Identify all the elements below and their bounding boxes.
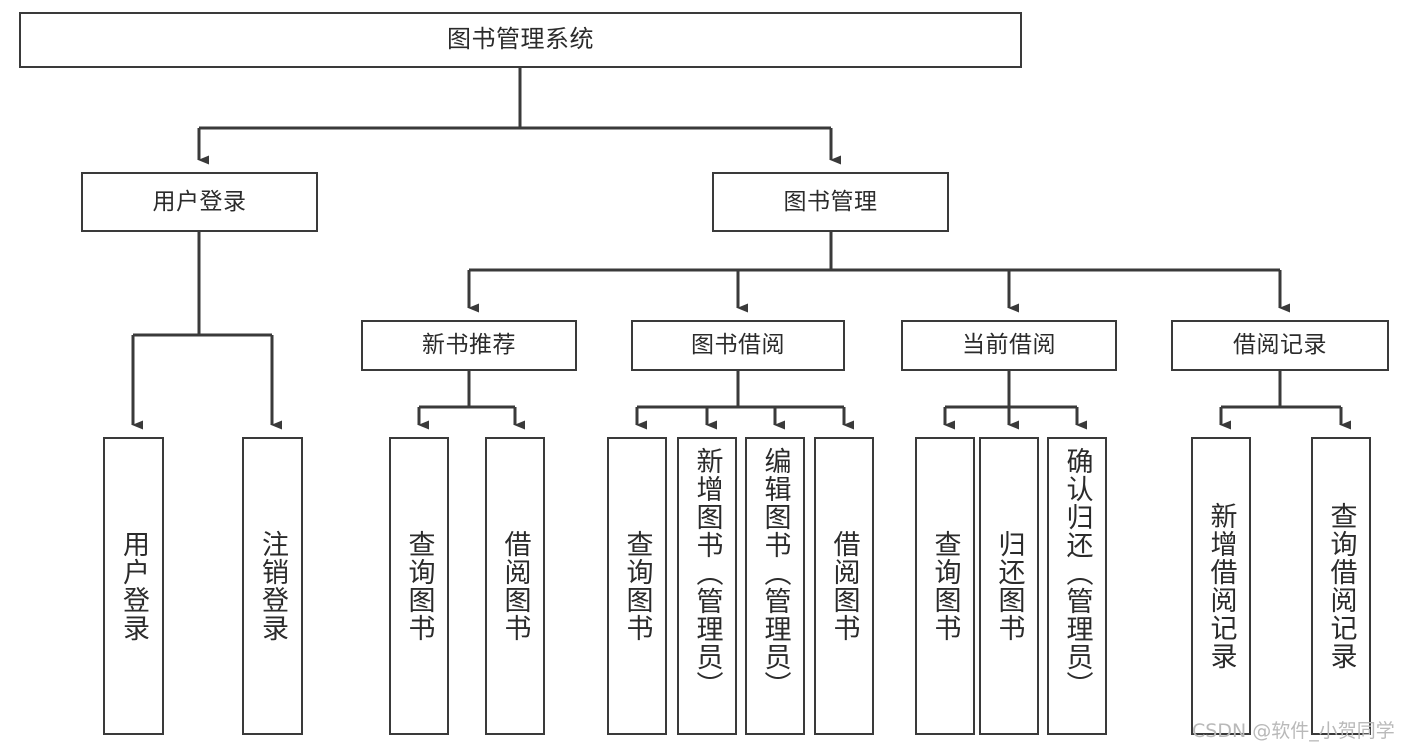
node-label: 新增借阅记录 [1205,502,1237,670]
node-label: 借阅记录 [1233,332,1327,359]
node-borrow-records[interactable]: 借阅记录 [1171,320,1389,371]
node-label: 图书管理 [783,188,878,215]
node-current-borrowing[interactable]: 当前借阅 [901,320,1117,371]
leaf-borrow-borrow-books[interactable]: 借阅图书 [814,437,874,735]
node-label: 编辑图书（管理员） [759,447,791,699]
node-label: 确认归还（管理员） [1061,447,1093,699]
node-book-management[interactable]: 图书管理 [712,172,949,232]
leaf-current-query-books[interactable]: 查询图书 [915,437,975,735]
node-label: 当前借阅 [962,332,1056,359]
csdn-watermark: CSDN @软件_小贺同学 [1192,720,1395,742]
node-label: 查询图书 [403,530,435,642]
node-root-book-management-system[interactable]: 图书管理系统 [19,12,1022,68]
leaf-borrow-add-book-admin[interactable]: 新增图书（管理员） [677,437,737,735]
leaf-borrow-edit-book-admin[interactable]: 编辑图书（管理员） [745,437,805,735]
leaf-current-confirm-return-admin[interactable]: 确认归还（管理员） [1047,437,1107,735]
leaf-record-query-borrow-record[interactable]: 查询借阅记录 [1311,437,1371,735]
node-new-book-recommendation[interactable]: 新书推荐 [361,320,577,371]
leaf-user-login-logout[interactable]: 注销登录 [242,437,303,735]
node-label: 归还图书 [993,530,1025,642]
node-label: 用户登录 [118,530,149,642]
leaf-new-book-query-books[interactable]: 查询图书 [389,437,449,735]
node-label: 图书管理系统 [447,25,594,54]
leaf-record-add-borrow-record[interactable]: 新增借阅记录 [1191,437,1251,735]
leaf-new-book-borrow-books[interactable]: 借阅图书 [485,437,545,735]
leaf-borrow-query-books[interactable]: 查询图书 [607,437,667,735]
node-label: 图书借阅 [691,332,785,359]
node-label: 用户登录 [152,188,247,215]
node-label: 查询图书 [621,530,653,642]
node-label: 借阅图书 [499,530,531,642]
node-label: 查询图书 [929,530,961,642]
leaf-current-return-books[interactable]: 归还图书 [979,437,1039,735]
node-user-login[interactable]: 用户登录 [81,172,318,232]
node-label: 查询借阅记录 [1325,502,1357,670]
node-book-borrowing[interactable]: 图书借阅 [631,320,845,371]
node-label: 新书推荐 [422,332,516,359]
node-label: 新增图书（管理员） [691,447,723,699]
node-label: 注销登录 [257,530,288,642]
node-label: 借阅图书 [828,530,860,642]
leaf-user-login-login[interactable]: 用户登录 [103,437,164,735]
